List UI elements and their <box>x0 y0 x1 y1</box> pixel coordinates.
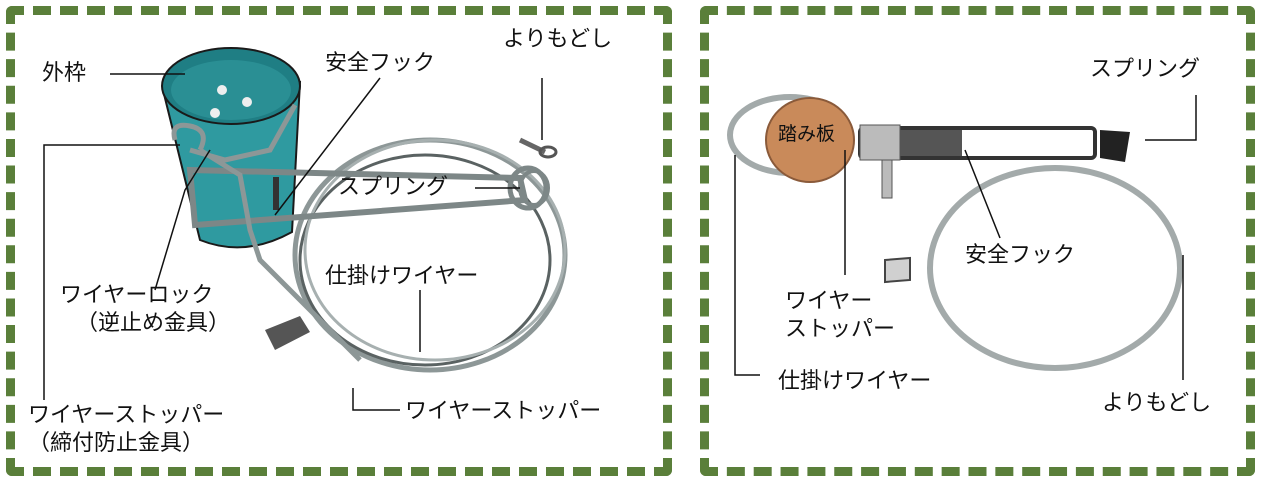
label-wire-stopper-a1: ワイヤーストッパー <box>28 403 225 428</box>
label-r-pedal: 踏み板 <box>778 123 836 145</box>
label-wire-stopper-b: ワイヤーストッパー <box>405 399 602 424</box>
label-r-safety-hook: 安全フック <box>965 243 1076 268</box>
label-r-trap-wire: 仕掛けワイヤー <box>778 369 932 394</box>
label-wire-lock-2: （逆止め金具） <box>76 311 231 336</box>
label-swivel: よりもどし <box>503 27 613 52</box>
swivel-part <box>518 137 558 159</box>
label-trap-wire: 仕掛けワイヤー <box>325 264 479 289</box>
wire-stopper-part <box>265 316 310 350</box>
label-r-swivel: よりもどし <box>1102 391 1212 416</box>
label-safety-hook: 安全フック <box>325 51 436 76</box>
outer-frame-cylinder <box>161 47 302 249</box>
right-stopper-part <box>884 256 911 284</box>
right-leader-lines <box>734 95 1197 380</box>
left-panel-border <box>6 6 672 476</box>
label-wire-stopper-a2: （締付防止金具） <box>28 431 205 456</box>
right-panel-border <box>700 6 1255 476</box>
trap-wire-loop <box>292 137 568 373</box>
label-outer-frame: 外枠 <box>42 61 87 86</box>
left-leader-lines <box>43 73 543 411</box>
label-spring: スプリング <box>338 175 449 200</box>
label-r-spring: スプリング <box>1090 57 1201 82</box>
label-wire-lock-1: ワイヤーロック <box>60 283 214 308</box>
pedal-disc <box>765 97 855 183</box>
right-spring-assembly <box>858 124 1130 199</box>
label-r-wire-stopper-2: ストッパー <box>785 317 896 342</box>
label-r-wire-stopper-1: ワイヤー <box>785 289 873 314</box>
